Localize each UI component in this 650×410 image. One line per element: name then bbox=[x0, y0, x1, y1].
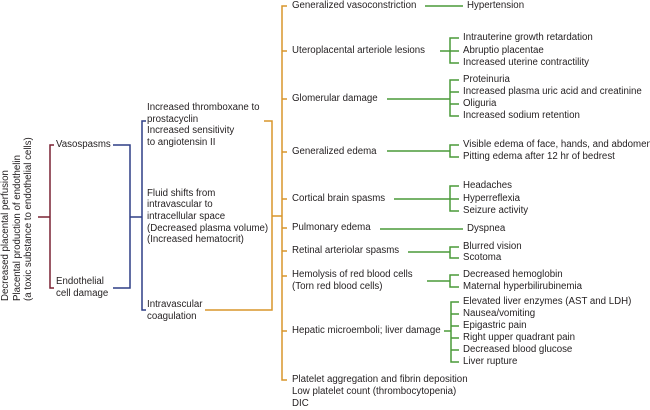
manifestation-item: Increased uterine contractility bbox=[463, 57, 589, 68]
effect-uteroplacental-lesions: Uteroplacental arteriole lesions bbox=[292, 45, 426, 56]
cortical-bracket bbox=[449, 185, 459, 212]
glomerular-bracket bbox=[449, 79, 459, 117]
manifestation-item: Proteinuria bbox=[463, 74, 510, 85]
mechanism-coagulation: coagulation bbox=[147, 311, 197, 322]
effect-generalized-edema: Generalized edema bbox=[292, 146, 377, 157]
mechanism-fluid-shifts: intravascular to bbox=[147, 199, 213, 210]
manifestation-item: Hyperreflexia bbox=[463, 193, 521, 204]
effect-vasoconstriction: Generalized vasoconstriction bbox=[292, 0, 417, 11]
mechanism-coagulation: Intravascular bbox=[147, 299, 203, 310]
manifestation-item: Liver rupture bbox=[463, 356, 518, 367]
manifestation-item: Hypertension bbox=[467, 0, 525, 11]
manifestation-item: Elevated liver enzymes (AST and LDH) bbox=[463, 296, 632, 307]
effect-hemolysis: Hemolysis of red blood cells bbox=[292, 269, 413, 280]
manifestation-item: Maternal hyperbilirubinemia bbox=[463, 281, 582, 292]
mechanism-fluid-shifts: (Increased hematocrit) bbox=[147, 234, 244, 245]
effect-pulmonary-edema: Pulmonary edema bbox=[292, 222, 371, 233]
root-bracket bbox=[49, 144, 54, 289]
manifestation-item: Blurred vision bbox=[463, 241, 522, 252]
mechanism-fluid-shifts: Fluid shifts from bbox=[147, 188, 216, 199]
mechanism-fluid-shifts: (Decreased plasma volume) bbox=[147, 223, 269, 234]
retinal-bracket bbox=[449, 246, 459, 259]
manifestation-item: Seizure activity bbox=[463, 205, 529, 216]
uteroplacental-bracket bbox=[449, 37, 459, 64]
manifestation-item: Headaches bbox=[463, 180, 513, 191]
manifestation-item: Decreased blood glucose bbox=[463, 344, 573, 355]
effect-glomerular-damage: Glomerular damage bbox=[292, 93, 378, 104]
effect-hemolysis: (Torn red blood cells) bbox=[292, 281, 383, 292]
manifestation-item: Dyspnea bbox=[467, 223, 506, 234]
manifestation-item: Nausea/vomiting bbox=[463, 308, 536, 319]
manifestation-item: Increased plasma uric acid and creatinin… bbox=[463, 86, 642, 97]
root-line: Decreased placental perfusion bbox=[0, 170, 11, 301]
hepatic-bracket bbox=[450, 301, 459, 363]
cause-endothelial-damage: Endothelial bbox=[56, 276, 104, 287]
mechanism-thromboxane: to angiotensin II bbox=[147, 137, 216, 148]
cause-vasospasms: Vasospasms bbox=[56, 139, 111, 150]
effect-hepatic-damage: Hepatic microemboli; liver damage bbox=[292, 325, 441, 336]
effect-platelet-aggregation: DIC bbox=[292, 398, 309, 409]
effect-cortical-spasms: Cortical brain spasms bbox=[292, 193, 386, 204]
cause-endothelial-damage: cell damage bbox=[56, 288, 109, 299]
manifestation-item: Scotoma bbox=[463, 252, 502, 263]
mechanism-thromboxane: Increased thromboxane to bbox=[147, 102, 260, 113]
hemolysis-bracket bbox=[449, 274, 459, 288]
causes-bracket bbox=[113, 144, 131, 289]
effect-retinal-spasms: Retinal arteriolar spasms bbox=[292, 245, 400, 256]
manifestation-item: Oliguria bbox=[463, 98, 497, 109]
effect-platelet-aggregation: Low platelet count (thrombocytopenia) bbox=[292, 386, 457, 397]
manifestation-item: Decreased hemoglobin bbox=[463, 269, 563, 280]
manifestation-item: Intrauterine growth retardation bbox=[463, 32, 593, 43]
mechanism-fluid-shifts: intracellular space bbox=[147, 211, 226, 222]
manifestation-item: Right upper quadrant pain bbox=[463, 332, 576, 343]
manifestation-item: Increased sodium retention bbox=[463, 110, 580, 121]
effects-bracket bbox=[281, 5, 287, 381]
effect-platelet-aggregation: Platelet aggregation and fibrin depositi… bbox=[292, 374, 468, 385]
manifestation-item: Visible edema of face, hands, and abdome… bbox=[463, 139, 650, 150]
root-line: Placental production of endothelin bbox=[11, 155, 23, 301]
root-line: (a toxic substance to endothelial cells) bbox=[23, 137, 34, 301]
mechanisms-bracket bbox=[141, 120, 146, 311]
manifestation-item: Epigastric pain bbox=[463, 320, 527, 331]
mechanism-thromboxane: prostacyclin bbox=[147, 114, 199, 125]
manifestation-item: Pitting edema after 12 hr of bedrest bbox=[463, 151, 615, 162]
root-cause-text: Decreased placental perfusion Placental … bbox=[0, 126, 35, 301]
manifestation-item: Abruptio placentae bbox=[463, 45, 544, 56]
mechanism-thromboxane: Increased sensitivity bbox=[147, 125, 235, 136]
edema-bracket bbox=[449, 144, 459, 158]
